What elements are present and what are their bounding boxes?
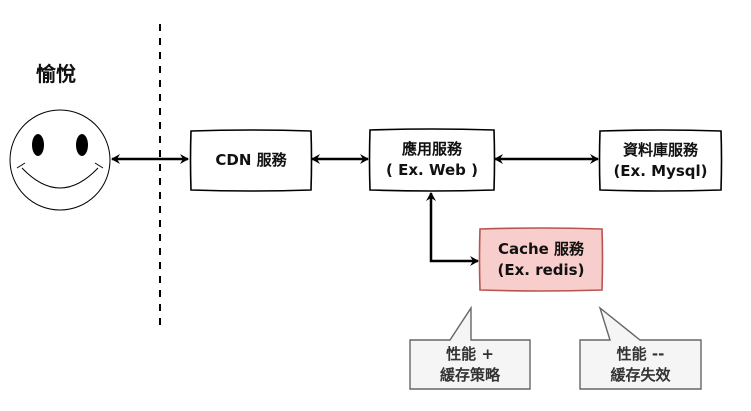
callout-pro: 性能 + 緩存策略 xyxy=(410,340,530,389)
db-box-shape xyxy=(598,129,723,192)
cdn-service-node[interactable]: CDN 服務 xyxy=(191,131,311,190)
cache-service-label: Cache 服務 xyxy=(497,239,585,258)
callout-con-line2: 緩存失效 xyxy=(610,365,671,384)
app-service-example: ( Ex. Web ) xyxy=(386,161,478,179)
cache-service-node[interactable]: Cache 服務 (Ex. redis) xyxy=(480,229,602,290)
db-service-example: (Ex. Mysql) xyxy=(613,161,708,180)
smiley-face-icon xyxy=(9,109,111,211)
callout-con-shape xyxy=(579,306,702,390)
callout-pro-line2: 緩存策略 xyxy=(439,365,500,384)
cache-service-example: (Ex. redis) xyxy=(497,260,585,279)
callout-pro-line1: 性能 + xyxy=(446,344,494,363)
app-service-label: 應用服務 xyxy=(401,140,462,158)
callout-con-line1: 性能 -- xyxy=(616,344,665,363)
callout-con: 性能 -- 緩存失效 xyxy=(580,340,701,389)
user-mood-label: 愉悅 xyxy=(36,62,76,86)
cdn-box-shape xyxy=(189,129,313,192)
callout-pro-shape xyxy=(409,305,531,390)
app-service-node[interactable]: 應用服務 ( Ex. Web ) xyxy=(370,130,494,190)
cache-box-shape xyxy=(478,227,604,292)
cdn-service-label: CDN 服務 xyxy=(215,151,287,169)
db-service-node[interactable]: 資料庫服務 (Ex. Mysql) xyxy=(600,131,721,190)
connector-app-cache xyxy=(426,192,479,266)
db-service-label: 資料庫服務 xyxy=(622,140,698,159)
app-box-shape xyxy=(368,128,496,192)
